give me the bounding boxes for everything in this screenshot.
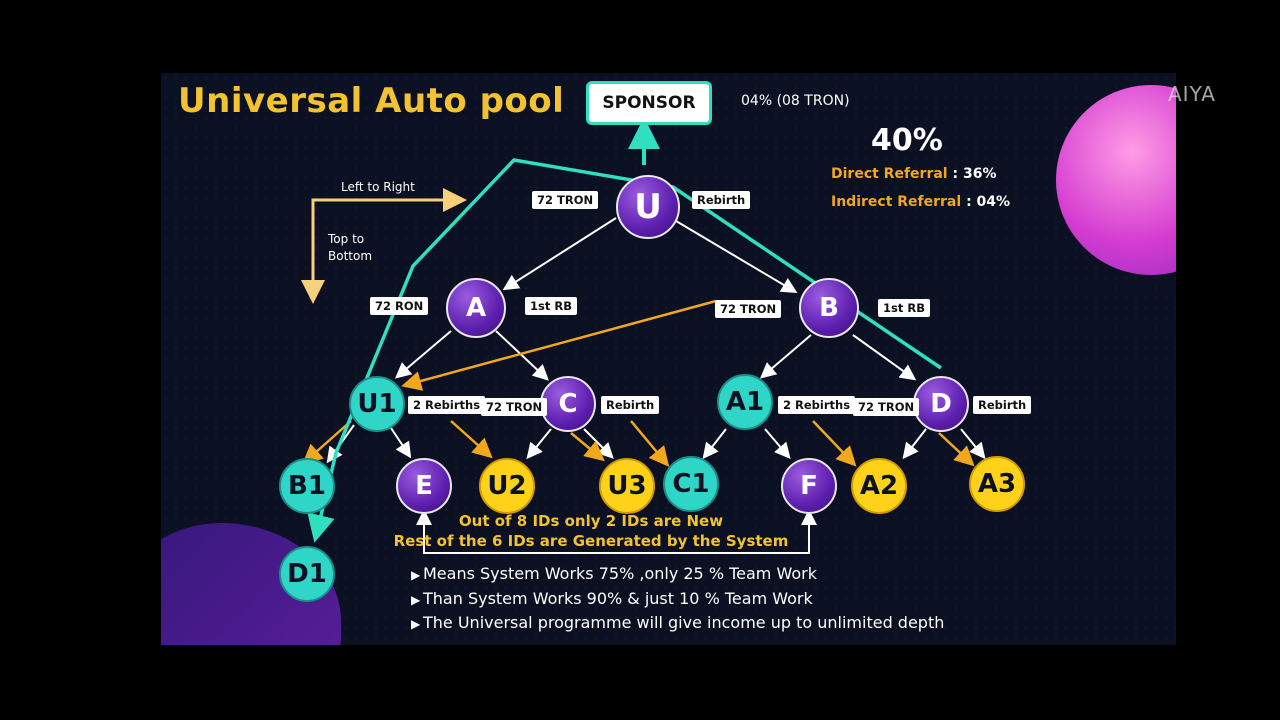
node-d1: D1 [279,546,335,602]
tag-u1-rebirths: 2 Rebirths [408,396,486,414]
bullet-1: ▶Means System Works 75% ,only 25 % Team … [411,564,817,583]
tag-c-tron: 72 TRON [481,398,548,416]
tag-d-tron: 72 TRON [853,398,920,416]
indirect-referral: Indirect Referral : 04% [831,194,1011,210]
tag-u-rebirth: Rebirth [692,191,751,209]
left-to-right-label: Left to Right [341,180,415,194]
node-a3: A3 [969,456,1025,512]
tag-b-rb: 1st RB [878,299,930,317]
node-e: E [396,458,452,514]
node-c: C [540,376,596,432]
direct-referral: Direct Referral : 36% [831,166,997,182]
node-c1: C1 [663,456,719,512]
total-percentage: 40% [871,123,943,158]
node-u: U [616,175,680,239]
page-title: Universal Auto pool [178,81,565,121]
sponsor-box: SPONSOR [586,81,712,125]
bullet-3: ▶The Universal programme will give incom… [411,613,945,632]
tag-b-tron: 72 TRON [715,300,782,318]
tag-a-rb: 1st RB [525,297,577,315]
node-u3: U3 [599,458,655,514]
tag-a1-rebirths: 2 Rebirths [778,396,856,414]
node-u1: U1 [349,376,405,432]
node-b: B [799,278,859,338]
node-a2: A2 [851,458,907,514]
slide: Universal Auto pool SPONSOR 04% (08 TRON… [161,73,1176,645]
note-generated-ids: Rest of the 6 IDs are Generated by the S… [393,532,789,550]
node-a1: A1 [717,374,773,430]
tag-c-rebirth: Rebirth [601,396,660,414]
node-d: D [913,376,969,432]
node-a: A [446,278,506,338]
node-b1: B1 [279,458,335,514]
tag-a-tron: 72 RON [370,297,429,315]
bullet-2: ▶Than System Works 90% & just 10 % Team … [411,589,813,608]
tag-u-tron: 72 TRON [532,191,599,209]
tag-d-rebirth: Rebirth [973,396,1032,414]
node-f: F [781,458,837,514]
node-u2: U2 [479,458,535,514]
note-new-ids: Out of 8 IDs only 2 IDs are New [458,512,724,530]
watermark-logo: AIYA [1168,82,1216,106]
sponsor-percentage: 04% (08 TRON) [741,93,850,109]
